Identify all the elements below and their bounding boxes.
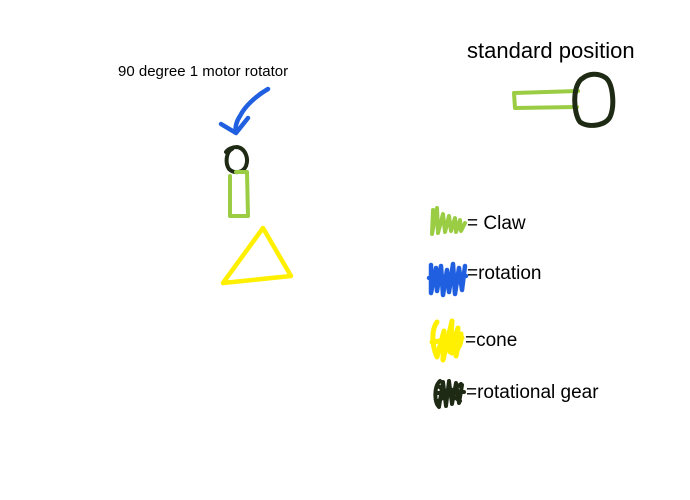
legend-rotational-gear-label: =rotational gear	[466, 382, 599, 403]
legend-cone-swatch	[429, 318, 465, 363]
rotation-arrow-shaft	[233, 86, 271, 134]
legend-gear-swatch	[433, 379, 466, 409]
rotation-arrow-head	[218, 115, 251, 136]
legend-claw-label: = Claw	[467, 213, 526, 234]
standard-position-title: standard position	[467, 38, 635, 63]
rotator-title: 90 degree 1 motor rotator	[118, 63, 289, 80]
rotator-gear-shape	[224, 145, 249, 175]
legend-claw-swatch	[430, 206, 467, 236]
rotator-claw-shape	[228, 170, 250, 218]
rotation-arrow	[218, 86, 271, 136]
legend-cone-label: =cone	[465, 330, 518, 351]
legend-rotation-label: =rotation	[467, 263, 542, 284]
cone-triangle	[220, 225, 294, 286]
standard-gear-shape	[572, 71, 616, 128]
standard-claw-shape	[512, 89, 580, 110]
legend-rotation-swatch	[426, 261, 469, 298]
